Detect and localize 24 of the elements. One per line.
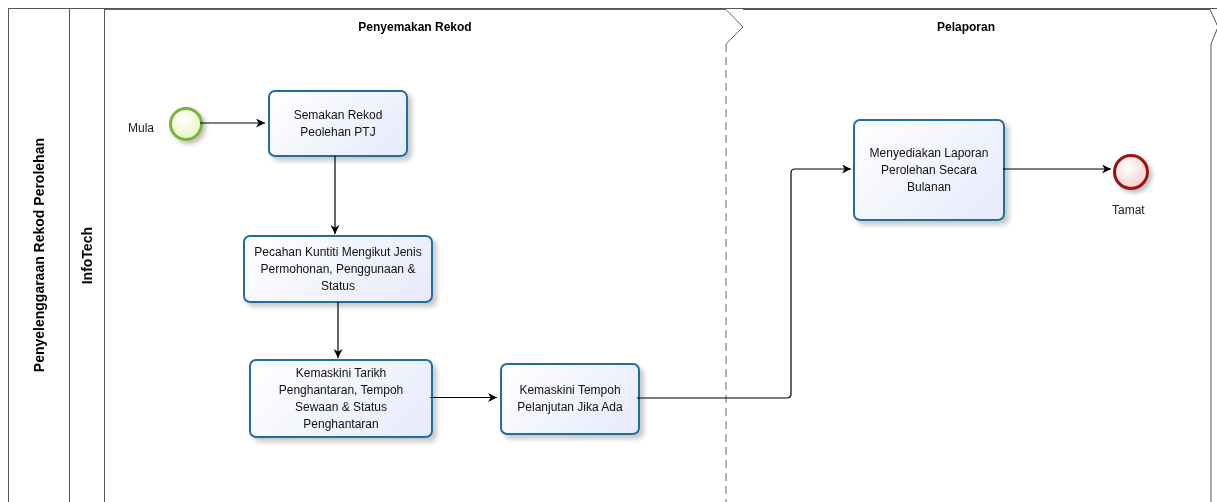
task-label: Semakan Rekod Peolehan PTJ (292, 106, 384, 141)
pool-title: Penyelenggaraan Rekod Perolehan (29, 138, 48, 373)
sequence-flow-arrow (330, 155, 340, 235)
phase-band (743, 9, 1217, 502)
event-label: Mula (128, 120, 154, 137)
phase-band (104, 9, 743, 502)
event-label: Tamat (1112, 202, 1145, 219)
task-box (268, 90, 408, 157)
task-box (853, 119, 1005, 221)
task-label: Pecahan Kuntiti Mengikut Jenis Permohonan, Penggunaan & Status (253, 243, 423, 295)
task-label: Kemaskini Tempoh Pelanjutan Jika Ada (516, 382, 624, 416)
task-label: Menyediakan Laporan Perolehan Secara Bulanan (868, 144, 990, 196)
sequence-flow-arrow (199, 118, 266, 128)
sequence-flow-arrow (429, 393, 498, 402)
sequence-flow-arrow (1002, 164, 1112, 174)
task-box (500, 363, 640, 435)
phase-title: Pelaporan (937, 19, 995, 36)
task-box (249, 359, 433, 438)
lane-title: InfoTech (77, 227, 96, 285)
task-label: Kemaskini Tarikh Penghantaran, Tempoh Sewaan & Status Penghantaran (277, 364, 405, 433)
sequence-flow-arrow (636, 164, 852, 399)
phase-title: Penyemakan Rekod (358, 19, 472, 36)
task-box (243, 235, 433, 303)
sequence-flow-arrow (333, 301, 343, 359)
